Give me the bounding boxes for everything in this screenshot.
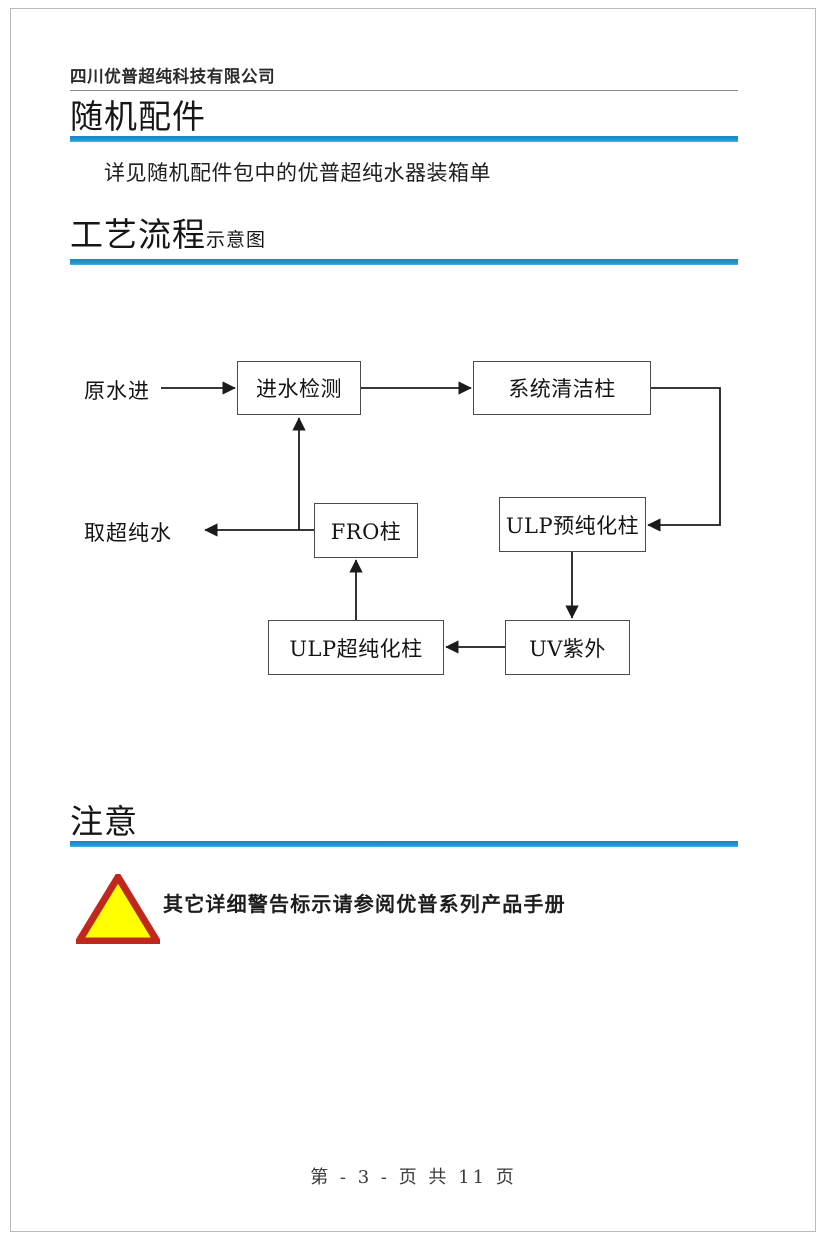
heading-text: 注意: [70, 802, 138, 841]
section-heading-process: 工艺流程示意图: [70, 218, 266, 251]
flow-label-outlet: 取超纯水: [84, 521, 172, 545]
accent-rule-notice: [70, 841, 738, 847]
heading-text-sub: 示意图: [206, 229, 267, 251]
flowchart-connectors: [161, 381, 721, 654]
heading-text: 随机配件: [70, 97, 206, 136]
flow-node-ulp-ultra[interactable]: ULP超纯化柱: [268, 620, 444, 675]
section-heading-notice: 注意: [70, 805, 138, 838]
warning-triangle-icon: [76, 874, 160, 944]
accent-rule-process: [70, 259, 738, 265]
company-header: 四川优普超纯科技有限公司: [70, 67, 276, 86]
process-flowchart: 原水进 取超纯水 进水检测 系统清洁柱 FRO柱 ULP预纯化柱 ULP超纯化柱…: [0, 330, 827, 720]
section-heading-accessories: 随机配件: [70, 100, 206, 133]
flow-node-system-clean[interactable]: 系统清洁柱: [473, 361, 651, 415]
accent-rule-accessories: [70, 136, 738, 142]
flow-node-uv[interactable]: UV紫外: [505, 620, 630, 675]
heading-text-main: 工艺流程: [70, 215, 206, 254]
page-footer: 第 - 3 - 页 共 11 页: [310, 1167, 517, 1188]
accessories-body-text: 详见随机配件包中的优普超纯水器装箱单: [104, 161, 491, 185]
flow-node-fro[interactable]: FRO柱: [314, 503, 418, 558]
flow-label-inlet: 原水进: [84, 379, 150, 403]
header-divider: [70, 90, 738, 91]
flow-node-feed-detect[interactable]: 进水检测: [237, 361, 361, 415]
flow-node-ulp-pre[interactable]: ULP预纯化柱: [499, 497, 646, 552]
notice-warning-text: 其它详细警告标示请参阅优普系列产品手册: [163, 892, 566, 916]
